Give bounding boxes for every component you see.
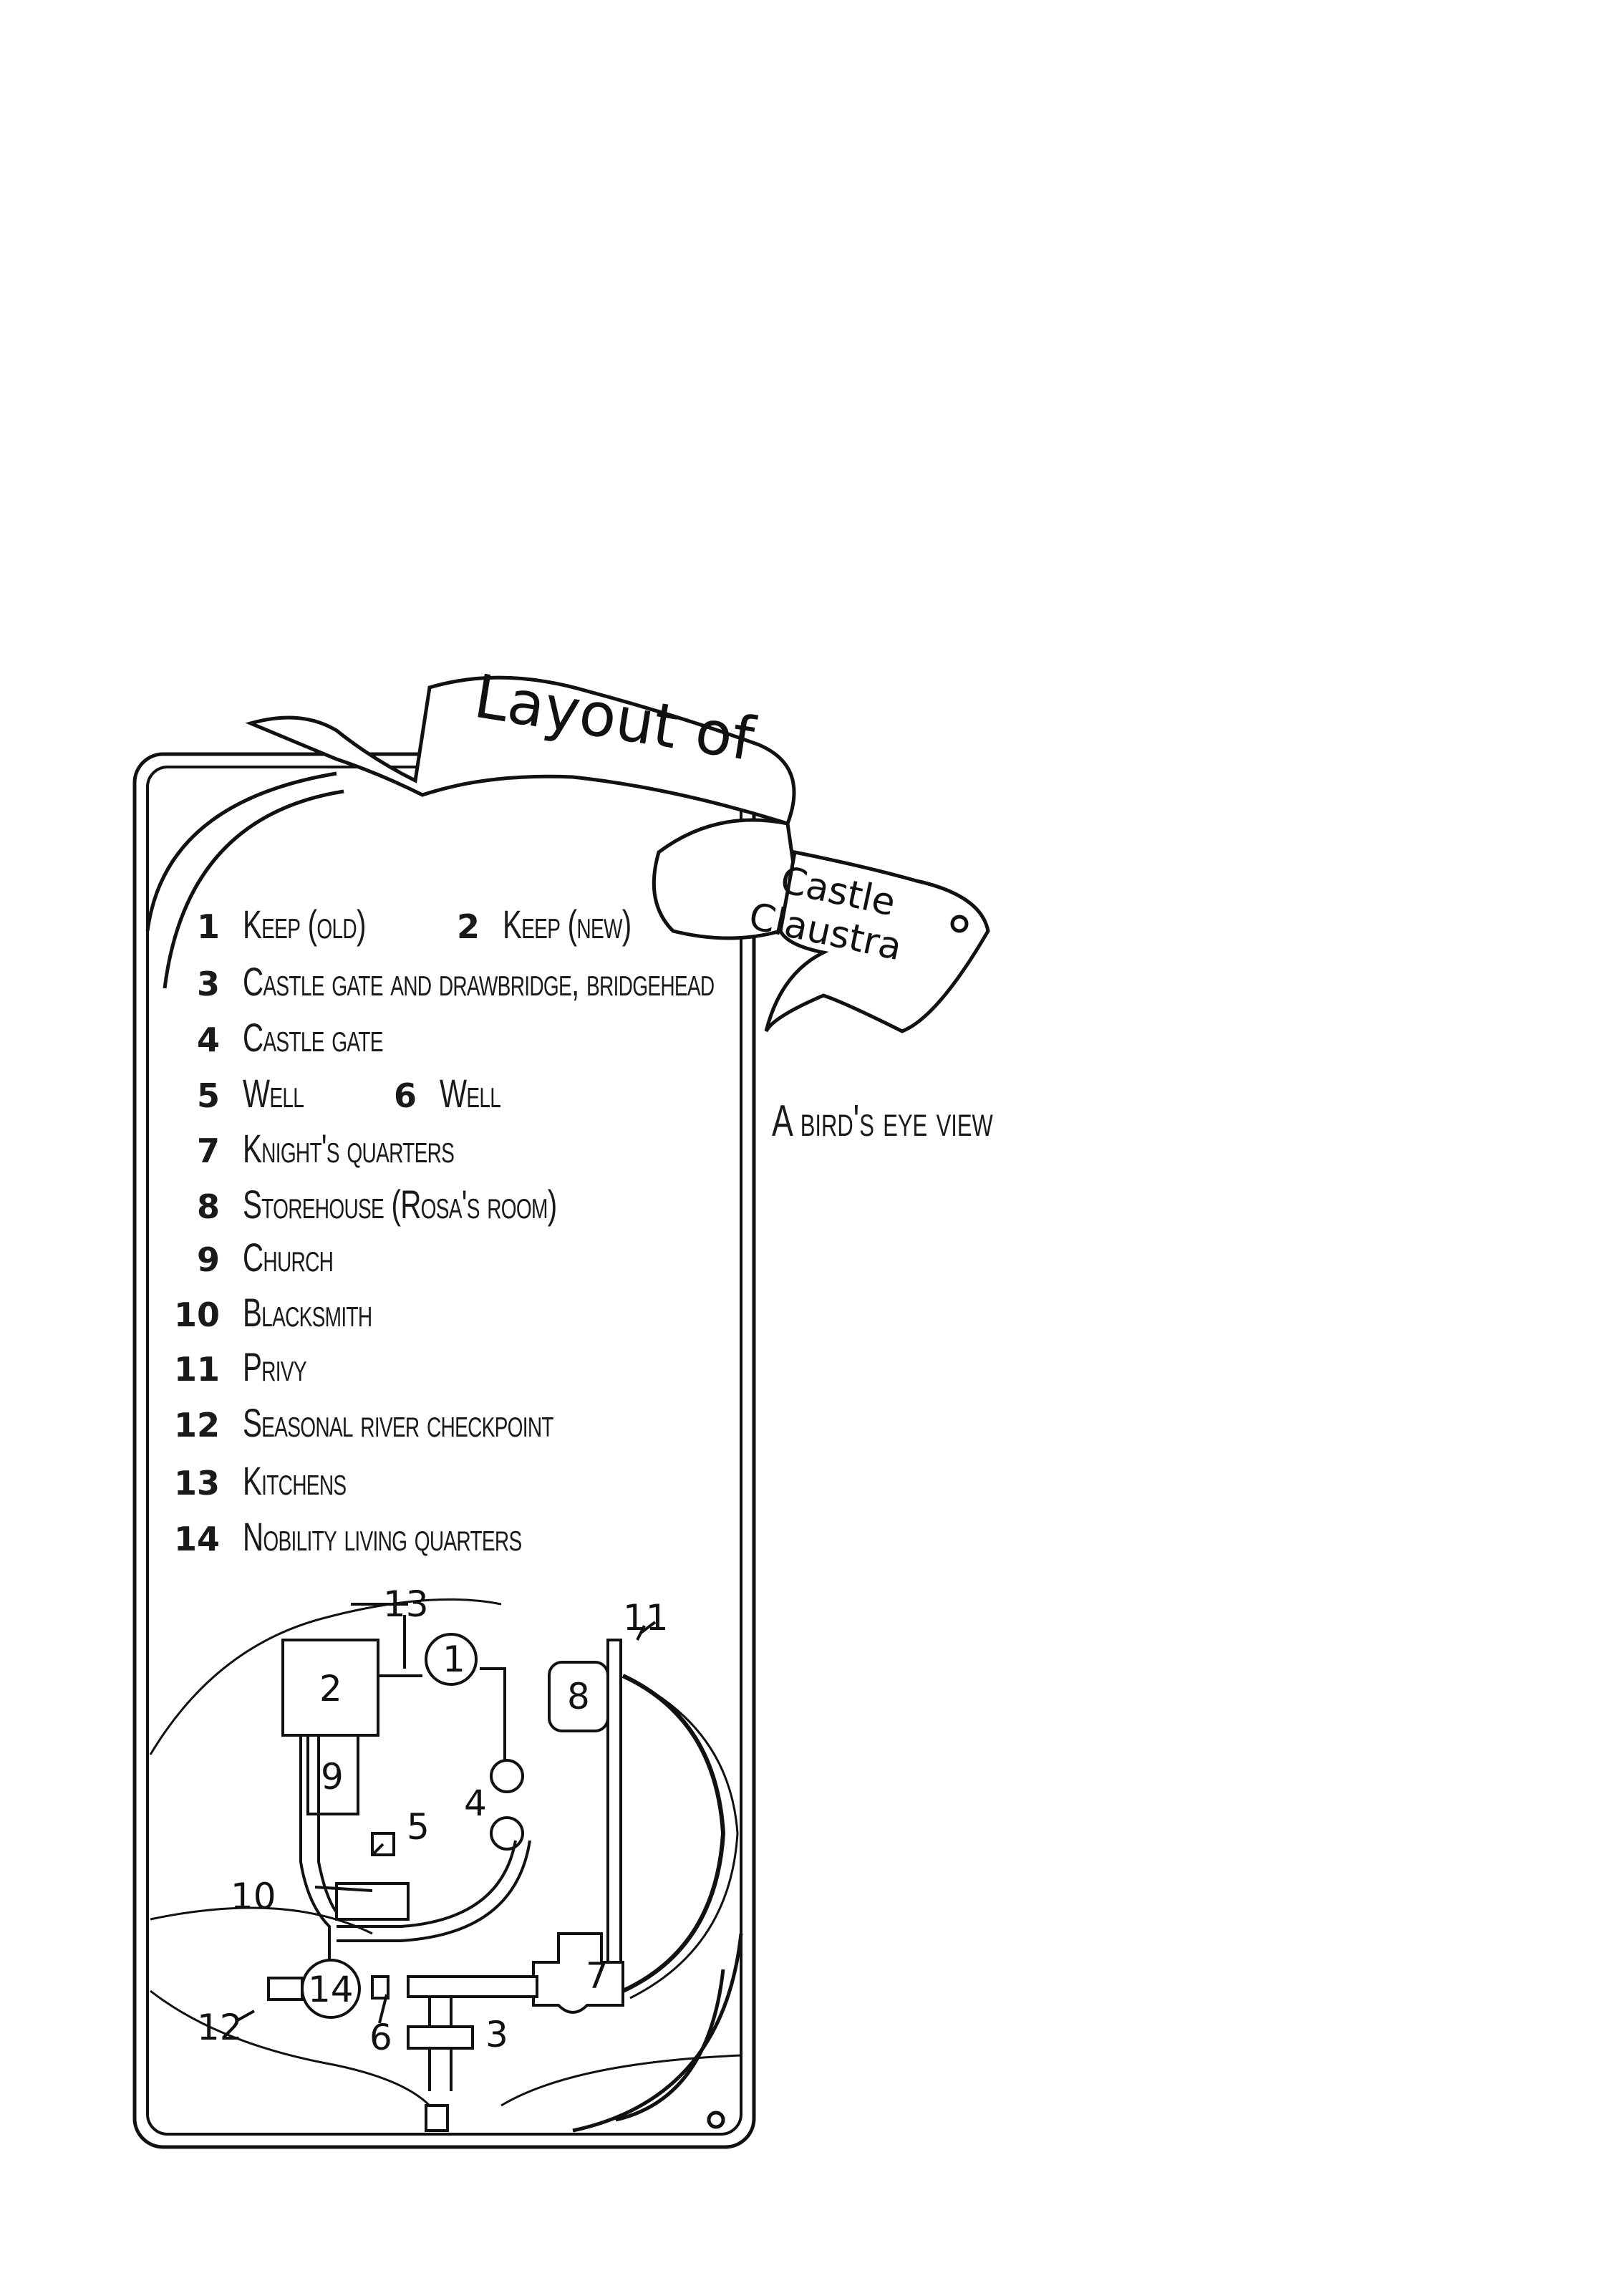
map-label-6: 6 [369,2017,392,2058]
map-label-5: 5 [407,1806,430,1848]
legend-number: 3 [196,965,220,1003]
legend-item: 8 Storehouse (Rosa's room) [170,1181,679,1227]
legend-label: Well [243,1071,304,1116]
legend-number: 9 [196,1240,220,1279]
map-label-4: 4 [464,1783,487,1824]
legend-label: Nobility living quarters [243,1514,522,1559]
well-5 [371,1832,395,1856]
knights-quarters [532,1932,624,2014]
legend-item: 3 Castle gate and drawbridge, bridgehead [170,958,898,1004]
legend-number: 6 [393,1076,417,1115]
church [306,1734,359,1815]
title-banner [245,675,990,1033]
map-label-14: 14 [308,1969,354,2010]
map-label-12: 12 [197,2007,243,2048]
gate-tower-a [490,1759,524,1793]
well-6 [371,1975,390,2000]
moat-wall [621,1674,726,1993]
legend-label: Seasonal river checkpoint [243,1400,554,1445]
gate-tower-b [490,1816,524,1851]
legend-label: Kitchens [243,1458,347,1503]
subtitle: A bird's eye view [772,1096,993,1146]
legend-item: 6 Well [367,1070,524,1116]
castle-map [149,1598,742,2132]
map-label-11: 11 [623,1597,669,1639]
legend-label: Keep (new) [503,902,632,947]
legend-item: 7 Knight's quarters [170,1125,536,1171]
legend-item: 2 Keep (new) [430,901,681,947]
legend-item: 10 Blacksmith [170,1289,422,1335]
map-label-9: 9 [321,1756,344,1798]
legend-label: Storehouse (Rosa's room) [243,1182,557,1227]
legend-item: 14 Nobility living quarters [170,1513,630,1559]
legend-number: 11 [173,1350,220,1389]
legend-number: 10 [173,1296,220,1334]
legend-label: Church [243,1235,334,1280]
map-label-2: 2 [319,1668,342,1709]
keep-old [425,1633,478,1686]
legend-item: 4 Castle gate [170,1014,437,1060]
legend-number: 4 [196,1021,220,1059]
map-label-10: 10 [231,1876,276,1917]
drawbridge [407,1975,538,1998]
legend-item: 13 Kitchens [170,1457,387,1503]
map-label-7: 7 [586,1955,609,1997]
legend-number: 5 [196,1076,220,1115]
legend-item: 12 Seasonal river checkpoint [170,1399,674,1445]
legend-label: Blacksmith [243,1290,372,1335]
legend-number: 14 [173,1520,220,1558]
terrain-hill [149,1598,742,2107]
legend-number: 1 [196,907,220,946]
legend-item: 5 Well [170,1070,327,1116]
map-label-1: 1 [442,1639,465,1680]
map-label-13: 13 [383,1583,429,1625]
legend-label: Well [440,1071,501,1116]
legend-item: 1 Keep (old) [170,901,413,947]
legend-label: Privy [243,1344,307,1389]
map-label-8: 8 [567,1676,590,1717]
legend-item: 9 Church [170,1234,368,1280]
legend-item: 11 Privy [170,1344,331,1389]
map-label-3: 3 [485,2014,508,2055]
legend-label: Castle gate [243,1015,383,1060]
legend-label: Keep (old) [243,902,366,947]
legend-number: 13 [173,1464,220,1502]
legend-number: 7 [196,1132,220,1170]
legend-label: Castle gate and drawbridge, bridgehead [243,959,715,1004]
bridgehead [425,2104,449,2132]
legend-number: 8 [196,1187,220,1226]
legend-label: Knight's quarters [243,1126,455,1171]
legend-number: 2 [456,907,480,946]
legend-number: 12 [173,1406,220,1444]
